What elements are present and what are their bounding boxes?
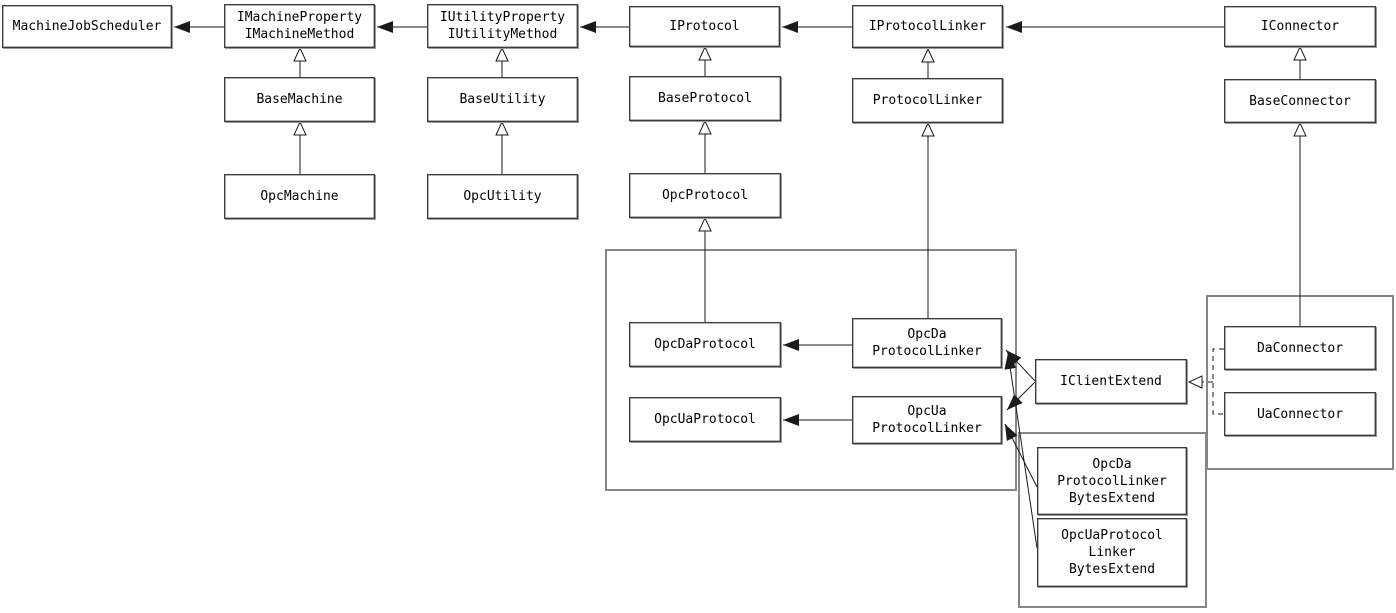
class-box-da-connector: DaConnector [1224, 326, 1376, 370]
class-box-opc-machine: OpcMachine [224, 174, 375, 219]
class-box-opc-da-protocol: OpcDaProtocol [629, 322, 781, 367]
association-arrow-iclientextend-to-opcualinker [1006, 381, 1036, 411]
class-label: BaseUtility [459, 92, 546, 107]
class-box-iconnector: IConnector [1224, 6, 1376, 47]
class-label: OpcMachine [260, 189, 339, 204]
class-box-base-connector: BaseConnector [1224, 79, 1376, 123]
class-label: BaseConnector [1249, 93, 1351, 109]
class-box-opc-ua-protocol-linker: OpcUa ProtocolLinker [852, 396, 1002, 444]
class-label: OpcDa ProtocolLinker BytesExtend [1057, 456, 1167, 506]
class-box-imachine-property-method: IMachineProperty IMachineMethod [224, 4, 375, 48]
association-arrow-opcuabytes-to-opcdalinker [1004, 352, 1038, 549]
class-box-iutility-property-method: IUtilityProperty IUtilityMethod [427, 4, 578, 48]
class-box-opc-ua-protocol-linker-bytes-extend: OpcUaProtocol Linker BytesExtend [1037, 518, 1187, 587]
class-box-ua-connector: UaConnector [1224, 392, 1376, 436]
class-label: IProtocol [669, 19, 740, 34]
class-box-opc-da-protocol-linker: OpcDa ProtocolLinker [852, 318, 1002, 368]
class-box-base-utility: BaseUtility [427, 77, 578, 122]
class-label: IProtocolLinker [868, 19, 987, 34]
bytes-extend-group-container [1018, 432, 1207, 608]
class-label: IClientExtend [1060, 374, 1162, 389]
class-label: OpcDa ProtocolLinker [872, 327, 982, 359]
class-label: OpcDaProtocol [654, 337, 756, 352]
class-label: BaseProtocol [658, 91, 752, 106]
class-box-protocol-linker: ProtocolLinker [852, 78, 1003, 123]
class-box-iprotocol-linker: IProtocolLinker [852, 5, 1003, 48]
class-label: OpcProtocol [661, 188, 749, 203]
class-label: UaConnector [1256, 406, 1344, 422]
class-box-base-machine: BaseMachine [224, 77, 375, 122]
class-label: IUtilityProperty IUtilityMethod [439, 10, 566, 42]
class-label: OpcUaProtocol Linker BytesExtend [1061, 528, 1163, 577]
class-label: IMachineProperty IMachineMethod [236, 10, 363, 42]
association-arrow-opcdabytes-to-opcualinker [1004, 423, 1038, 488]
class-label: ProtocolLinker [872, 93, 983, 108]
class-box-iprotocol: IProtocol [629, 6, 780, 47]
class-label: OpcUa ProtocolLinker [872, 404, 982, 436]
class-label: DaConnector [1256, 340, 1344, 356]
class-box-opc-utility: OpcUtility [427, 174, 578, 219]
class-box-machine-job-scheduler: MachineJobScheduler [2, 5, 172, 48]
class-box-base-protocol: BaseProtocol [629, 76, 781, 121]
class-box-opc-protocol: OpcProtocol [629, 173, 781, 218]
class-label: MachineJobScheduler [12, 19, 162, 34]
class-label: OpcUtility [463, 189, 542, 204]
class-box-iclient-extend: IClientExtend [1035, 359, 1187, 404]
class-label: BaseMachine [256, 92, 343, 107]
class-box-opc-da-protocol-linker-bytes-extend: OpcDa ProtocolLinker BytesExtend [1037, 447, 1187, 515]
class-label: IConnector [1260, 19, 1340, 34]
protocol-linker-group-container [605, 249, 1017, 491]
class-label: OpcUaProtocol [654, 412, 756, 427]
realization-line-connectors [1212, 348, 1224, 415]
class-box-opc-ua-protocol: OpcUaProtocol [629, 397, 781, 442]
